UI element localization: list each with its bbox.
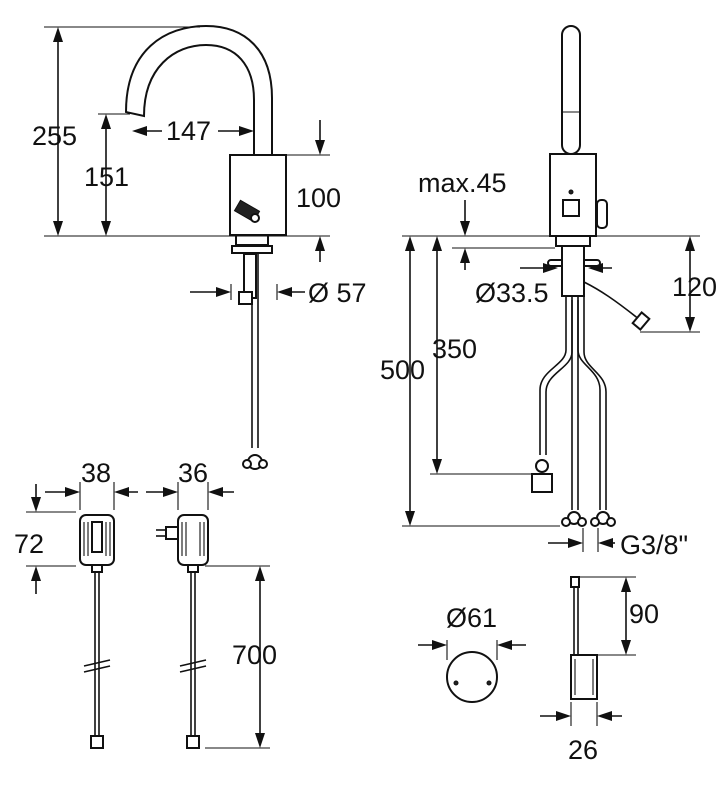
dim-hole-diameter: Ø33.5 (475, 278, 549, 308)
base-nut (231, 245, 273, 254)
dim-sensor-diameter: Ø61 (446, 603, 497, 633)
dim-spout-height: 151 (84, 162, 129, 192)
sensor-dimensions: Ø61 90 26 (418, 576, 659, 765)
sensor-top-view (446, 651, 498, 703)
dim-body-diameter: Ø 57 (308, 278, 367, 308)
shank-nut (238, 291, 253, 305)
side-view-dimensions: 255 151 147 100 Ø 57 (32, 26, 367, 308)
hose-right (577, 296, 601, 510)
dim-hose-350: 350 (432, 334, 477, 364)
lever-knob (250, 213, 260, 223)
front-shank (561, 245, 585, 297)
power-adapter (156, 514, 209, 749)
dim-cable-length: 120 (672, 272, 717, 302)
sensor-side-view (570, 576, 598, 700)
power-supply-dimensions: 38 36 72 700 (14, 458, 277, 749)
dim-max-thickness: max.45 (418, 168, 507, 198)
dim-battery-width: 38 (81, 458, 111, 488)
sensor-dot (568, 189, 574, 195)
dim-power-cable-length: 700 (232, 640, 277, 670)
faucet-side-view (124, 24, 287, 470)
dim-total-height: 255 (32, 121, 77, 151)
dim-adapter-width: 36 (178, 458, 208, 488)
dim-spout-reach: 147 (166, 116, 211, 146)
front-lever (596, 199, 608, 229)
dim-sensor-height: 90 (629, 599, 659, 629)
dim-sensor-depth: 26 (568, 735, 598, 765)
spout (124, 24, 273, 159)
faucet-front-view (531, 25, 651, 527)
dim-body-height: 100 (296, 183, 341, 213)
front-body (549, 153, 597, 237)
sensor-cable (583, 281, 641, 321)
front-base (555, 235, 591, 247)
dim-hose-500: 500 (380, 355, 425, 385)
battery-box (79, 514, 115, 749)
hose-left (539, 296, 567, 455)
dim-box-height: 72 (14, 529, 44, 559)
front-view-dimensions: max.45 Ø33.5 120 500 350 G3/8" (380, 168, 717, 560)
faucet-body (229, 154, 287, 236)
sensor-window (562, 199, 580, 217)
dim-connection-thread: G3/8" (620, 530, 688, 560)
connector-block (531, 473, 553, 493)
front-spout (561, 25, 581, 155)
